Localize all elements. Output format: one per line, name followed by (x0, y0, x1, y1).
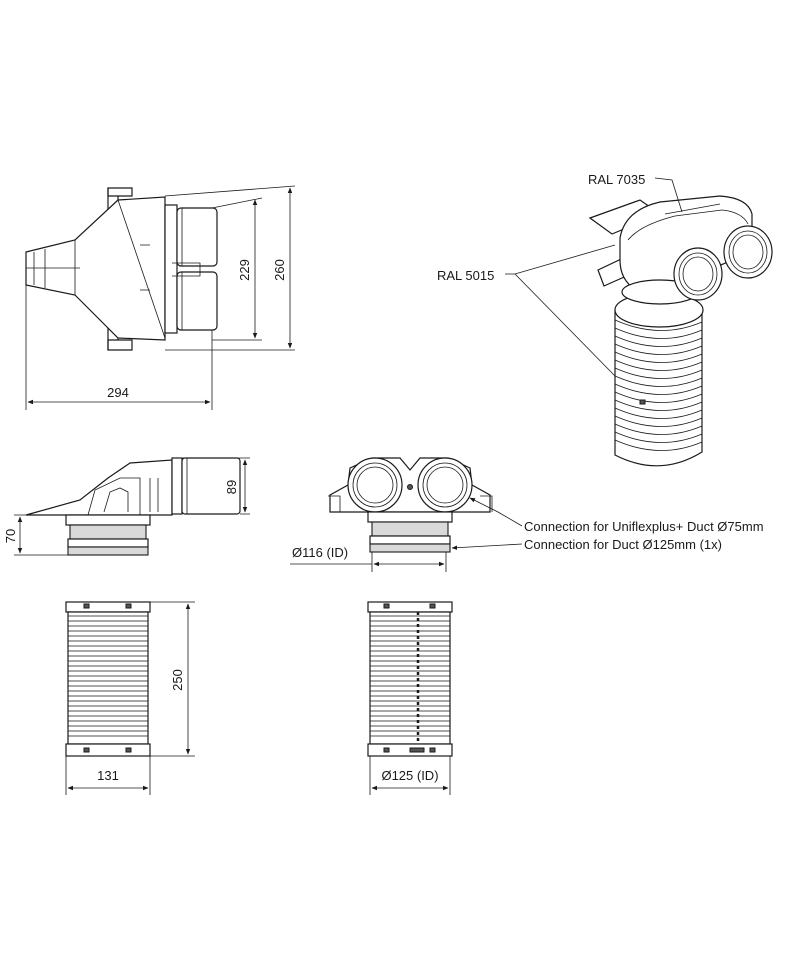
hose-front-view (367, 601, 453, 795)
label-ral-5015: RAL 5015 (437, 268, 494, 283)
outlet-rings (673, 225, 773, 301)
dim-260: 260 (272, 259, 287, 281)
dim-89: 89 (224, 480, 239, 494)
label-connection-large: Connection for Duct Ø125mm (1x) (524, 537, 722, 552)
dim-294: 294 (107, 385, 129, 400)
dim-116: Ø116 (ID) (292, 545, 348, 560)
side-view (14, 457, 250, 556)
isometric-view (505, 177, 773, 467)
label-ral-7035: RAL 7035 (588, 172, 645, 187)
dim-125: Ø125 (ID) (381, 768, 438, 783)
dim-229: 229 (237, 259, 252, 281)
dim-250: 250 (170, 669, 185, 691)
dim-131: 131 (97, 768, 119, 783)
hose-side-view (65, 601, 195, 795)
dim-70: 70 (3, 529, 18, 543)
front-view (290, 457, 523, 572)
label-connection-small: Connection for Uniflexplus+ Duct Ø75mm (524, 519, 764, 534)
top-view (25, 185, 296, 410)
